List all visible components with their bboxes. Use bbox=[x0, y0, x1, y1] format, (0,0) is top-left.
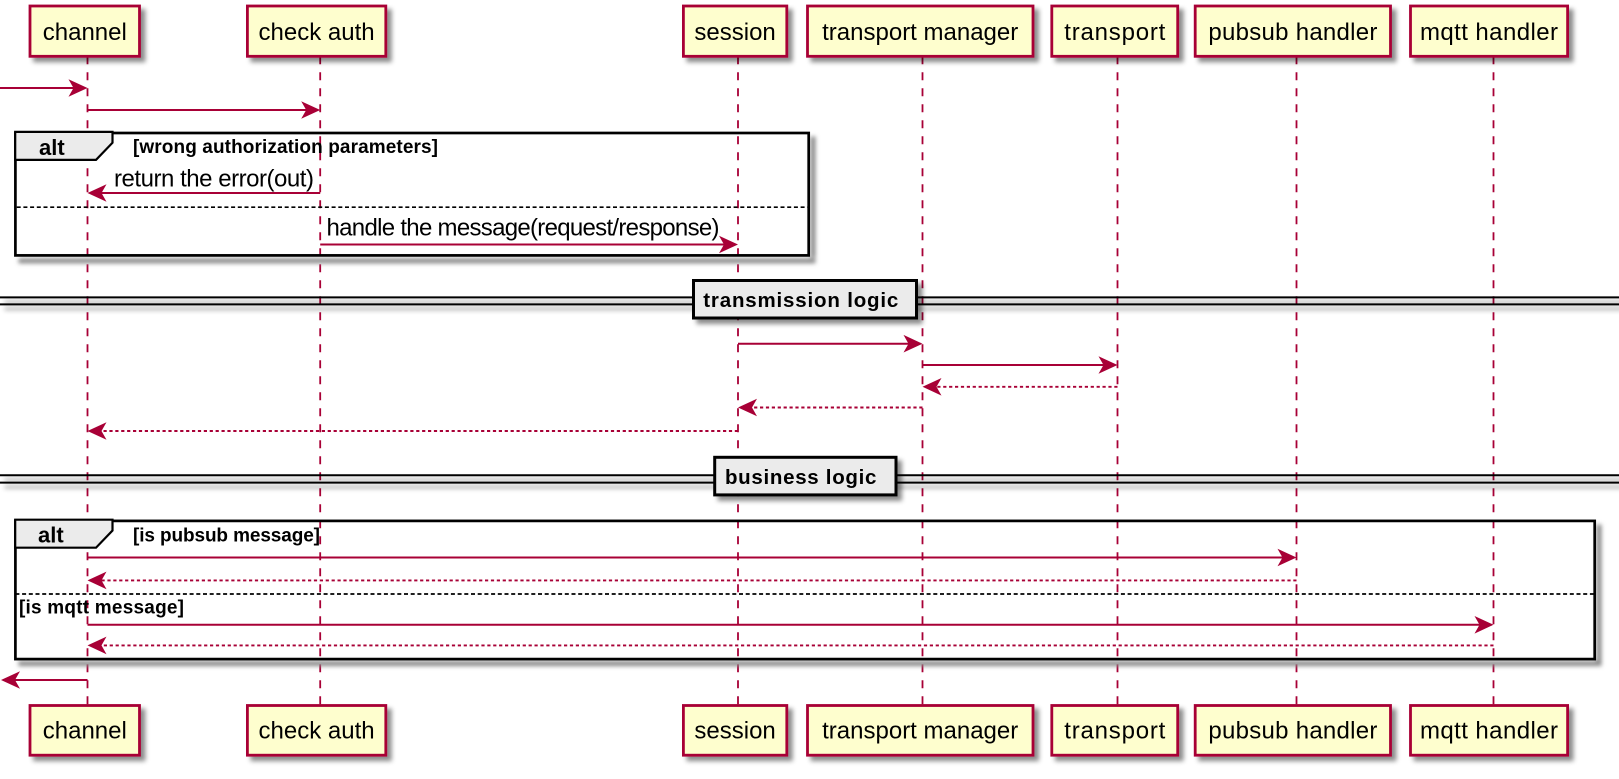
svg-text:check auth: check auth bbox=[259, 19, 375, 46]
svg-text:[wrong authorization parameter: [wrong authorization parameters] bbox=[133, 137, 438, 158]
svg-text:mqtt handler: mqtt handler bbox=[1420, 19, 1558, 46]
svg-text:return the error(out): return the error(out) bbox=[114, 166, 314, 193]
svg-text:transmission logic: transmission logic bbox=[703, 289, 898, 312]
svg-text:pubsub handler: pubsub handler bbox=[1208, 718, 1377, 745]
svg-text:handle the message(request/res: handle the message(request/response) bbox=[327, 215, 720, 242]
svg-text:alt: alt bbox=[39, 135, 65, 160]
svg-text:business logic: business logic bbox=[725, 466, 877, 489]
svg-text:[is mqtt message]: [is mqtt message] bbox=[19, 598, 184, 619]
svg-text:mqtt handler: mqtt handler bbox=[1420, 718, 1558, 745]
svg-text:transport manager: transport manager bbox=[822, 718, 1018, 745]
svg-text:channel: channel bbox=[43, 19, 127, 46]
svg-text:channel: channel bbox=[43, 718, 127, 745]
svg-text:transport manager: transport manager bbox=[822, 19, 1018, 46]
svg-text:check auth: check auth bbox=[259, 718, 375, 745]
svg-text:session: session bbox=[694, 718, 775, 745]
svg-text:transport: transport bbox=[1064, 718, 1165, 745]
svg-text:pubsub handler: pubsub handler bbox=[1208, 19, 1377, 46]
svg-text:session: session bbox=[694, 19, 775, 46]
svg-text:transport: transport bbox=[1064, 19, 1165, 46]
svg-text:alt: alt bbox=[38, 522, 64, 547]
svg-text:[is pubsub message]: [is pubsub message] bbox=[133, 526, 320, 547]
